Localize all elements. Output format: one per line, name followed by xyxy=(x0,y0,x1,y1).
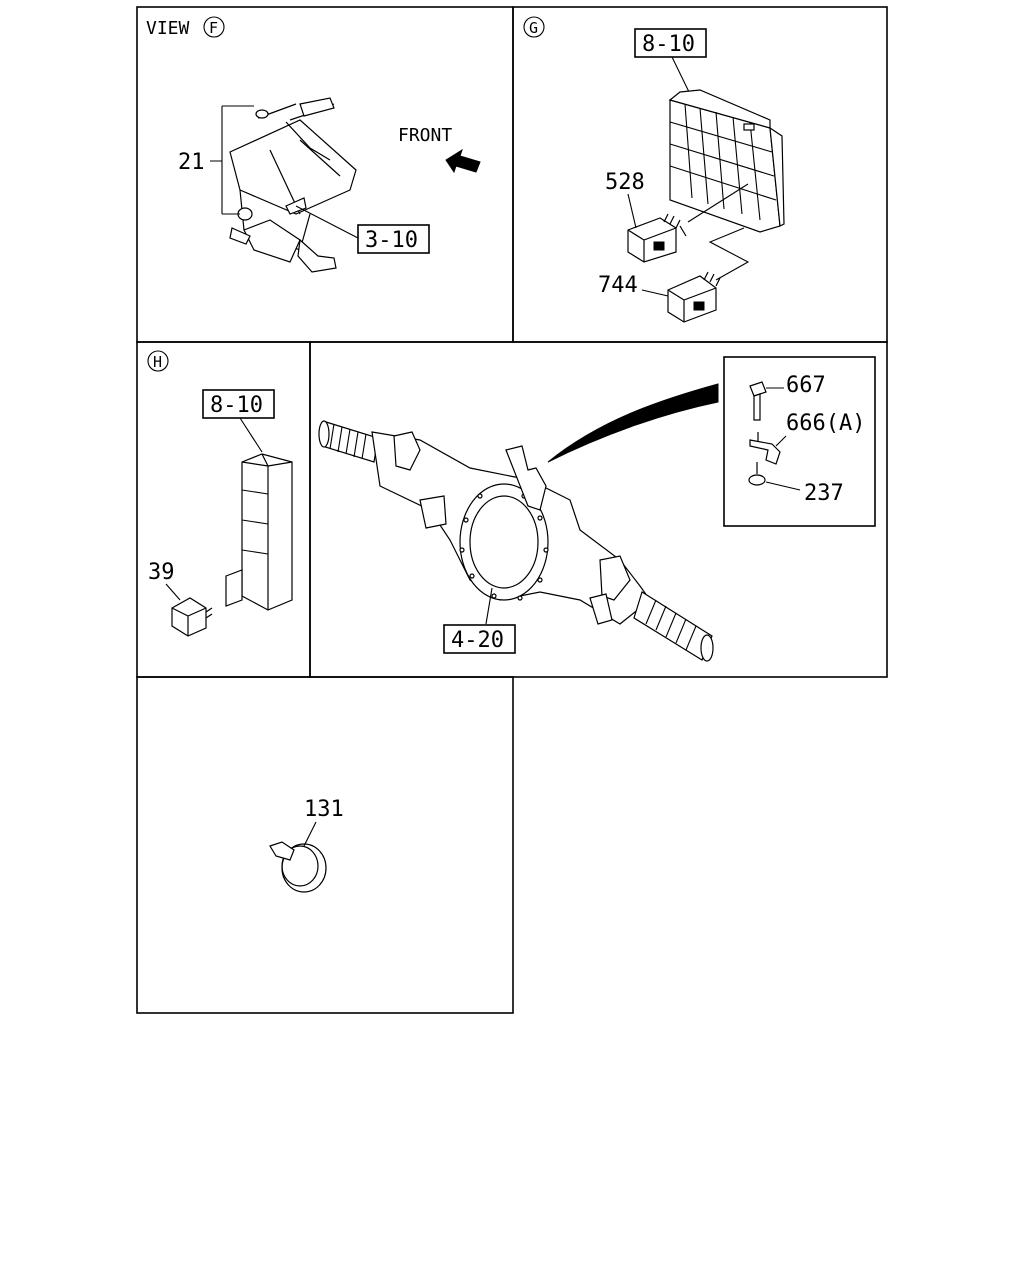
pedal-bracket xyxy=(229,97,357,273)
callout-237-leader xyxy=(765,481,801,491)
nut-237 xyxy=(748,462,766,486)
relay-744 xyxy=(667,271,721,323)
callout-131-leader xyxy=(303,821,317,847)
view-letter-circle xyxy=(203,16,225,38)
ref-3-10: 3-10 xyxy=(365,228,418,253)
ref-8-10-box-g xyxy=(634,28,707,58)
clip-666a xyxy=(749,432,781,465)
panel-h-letter: H xyxy=(153,353,162,371)
detail-box xyxy=(723,356,876,527)
callout-131: 131 xyxy=(304,797,344,822)
front-arrow-icon xyxy=(445,148,481,174)
panel-g-letter-circle xyxy=(523,16,545,38)
ref-8-10-g-leader xyxy=(671,56,691,95)
panel-g: G 8-10 528 744 xyxy=(523,16,785,323)
callout-39: 39 xyxy=(148,560,175,585)
callout-666a-leader xyxy=(775,435,787,447)
ref-8-10-g: 8-10 xyxy=(642,32,695,57)
panel-clamp-frame xyxy=(136,676,514,1014)
ref-3-10-box xyxy=(357,224,430,254)
panel-h: H 8-10 39 xyxy=(147,350,293,637)
relay-744-wire xyxy=(708,227,750,281)
callout-21-leader xyxy=(210,105,254,215)
view-letter: F xyxy=(209,19,218,37)
callout-666a: 666(A) xyxy=(786,411,865,436)
detail-leader-fan xyxy=(547,383,719,463)
panel-clamp: 131 xyxy=(269,797,344,893)
panel-h-letter-circle xyxy=(147,350,169,372)
callout-528: 528 xyxy=(605,170,645,195)
ref-4-20-leader xyxy=(485,587,493,625)
panel-f: VIEW F FRONT 21 3-10 xyxy=(146,16,481,273)
callout-528-leader xyxy=(627,193,637,229)
callout-744: 744 xyxy=(598,273,638,298)
relay-39 xyxy=(171,597,213,637)
relay-box-h xyxy=(225,453,293,611)
ref-4-20: 4-20 xyxy=(451,628,504,653)
callout-667: 667 xyxy=(786,373,826,398)
ref-8-10-box-h xyxy=(202,389,275,419)
view-label: VIEW xyxy=(146,18,190,39)
axle-housing xyxy=(371,431,651,625)
axle-tube-right xyxy=(633,591,714,662)
ref-3-10-leader xyxy=(295,205,359,239)
bolt-667 xyxy=(749,381,767,421)
ref-8-10-h: 8-10 xyxy=(210,393,263,418)
callout-39-leader xyxy=(165,583,181,601)
panel-axle: 4-20 667 666(A) 237 xyxy=(318,356,876,662)
relay-box-g xyxy=(668,89,785,233)
axle-tube-left xyxy=(318,420,379,463)
hose-clamp-131 xyxy=(269,841,327,893)
relay-528 xyxy=(627,213,687,263)
ref-8-10-h-leader xyxy=(239,417,263,453)
panel-g-letter: G xyxy=(529,19,538,37)
callout-237: 237 xyxy=(804,481,844,506)
ref-4-20-box xyxy=(443,624,516,654)
panel-axle-frame xyxy=(309,341,888,678)
relay-528-wire xyxy=(687,183,749,223)
callout-744-leader xyxy=(641,289,669,297)
callout-21: 21 xyxy=(178,150,205,175)
front-label: FRONT xyxy=(398,125,452,146)
